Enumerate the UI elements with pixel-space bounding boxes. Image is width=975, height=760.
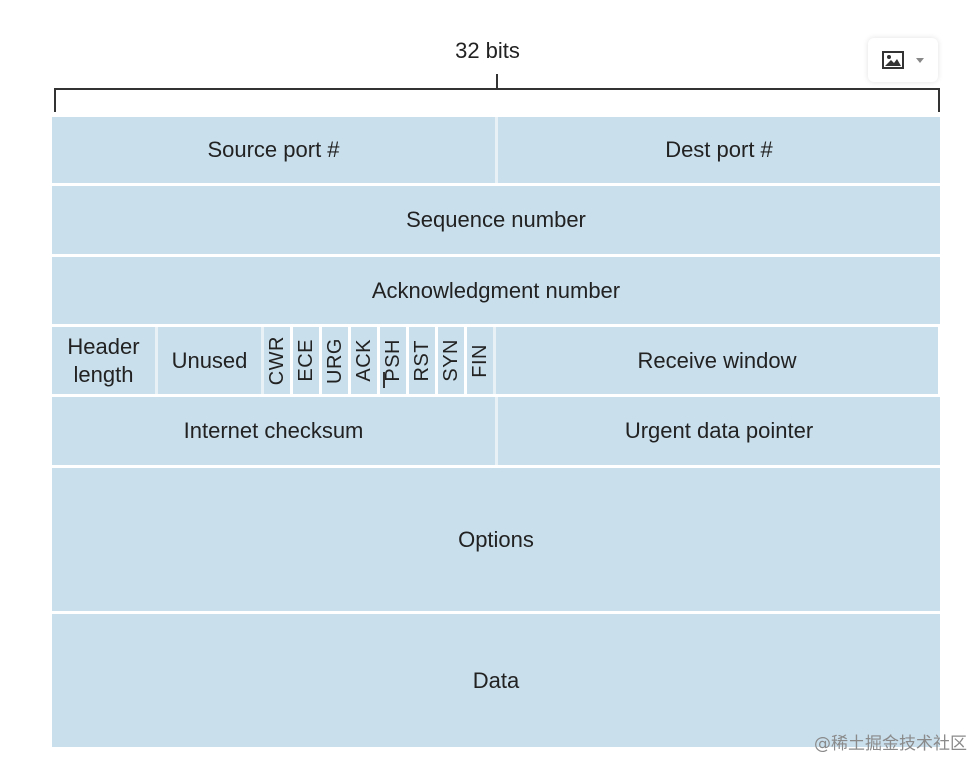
width-bracket-tick bbox=[496, 74, 498, 88]
row-ports: Source port # Dest port # bbox=[52, 117, 940, 183]
field-header-length: Header length bbox=[52, 327, 155, 394]
field-internet-checksum: Internet checksum bbox=[52, 397, 495, 465]
header-length-line2: length bbox=[73, 361, 134, 387]
flag-urg: URG bbox=[322, 327, 348, 394]
tcp-header-diagram: Source port # Dest port # Sequence numbe… bbox=[52, 117, 940, 747]
flag-syn: SYN bbox=[438, 327, 464, 394]
text-cursor bbox=[383, 372, 385, 388]
field-unused: Unused bbox=[158, 327, 261, 394]
field-source-port: Source port # bbox=[52, 117, 495, 183]
field-urgent-data-pointer: Urgent data pointer bbox=[498, 397, 940, 465]
field-dest-port: Dest port # bbox=[498, 117, 940, 183]
flag-fin: FIN bbox=[467, 327, 493, 394]
watermark: @稀土掘金技术社区 bbox=[814, 734, 967, 754]
field-acknowledgment-number: Acknowledgment number bbox=[52, 257, 940, 324]
width-bracket bbox=[54, 88, 940, 112]
flag-ece: ECE bbox=[293, 327, 319, 394]
image-options-button[interactable] bbox=[868, 38, 938, 82]
row-options: Options bbox=[52, 468, 940, 611]
row-ack: Acknowledgment number bbox=[52, 257, 940, 324]
image-icon bbox=[882, 51, 904, 69]
dropdown-caret-icon bbox=[916, 57, 924, 63]
flag-cwr: CWR bbox=[264, 327, 290, 394]
flag-ack: ACK bbox=[351, 327, 377, 394]
row-data: Data bbox=[52, 614, 940, 747]
flag-rst: RST bbox=[409, 327, 435, 394]
header-length-line1: Header bbox=[67, 333, 140, 359]
field-receive-window: Receive window bbox=[496, 327, 938, 394]
row-flags: Header length Unused CWR ECE URG ACK PSH… bbox=[52, 327, 940, 394]
bits-width-label: 32 bits bbox=[455, 38, 520, 63]
row-sequence: Sequence number bbox=[52, 186, 940, 254]
field-options: Options bbox=[52, 468, 940, 611]
field-sequence-number: Sequence number bbox=[52, 186, 940, 254]
field-data: Data bbox=[52, 614, 940, 747]
row-checksum: Internet checksum Urgent data pointer bbox=[52, 397, 940, 465]
